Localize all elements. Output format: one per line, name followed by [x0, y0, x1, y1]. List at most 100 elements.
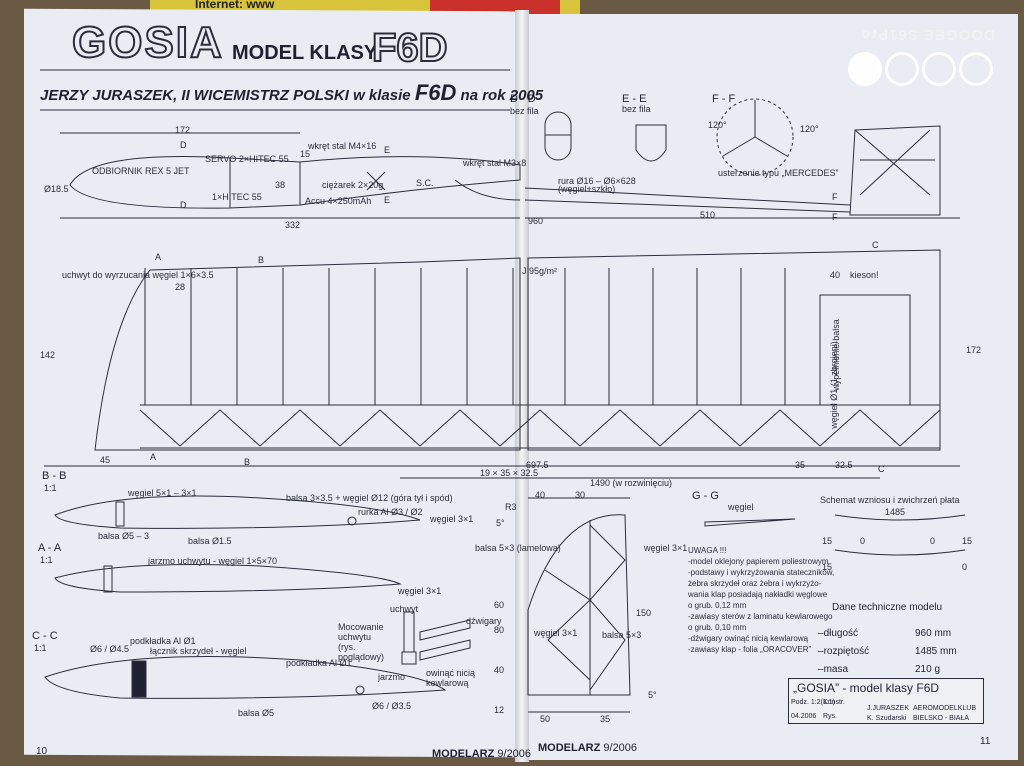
- section-ee-shape: [635, 124, 667, 162]
- section-dd-shape: [544, 111, 572, 161]
- camera-watermark: DOOGEE S61Pro: [860, 26, 995, 43]
- profile-label: balsa Ø1.5: [188, 536, 232, 546]
- fus-label: ciężarek 2×20g: [322, 180, 384, 190]
- specs-title: Dane techniczne modelu: [832, 602, 943, 613]
- tail-label: balsa 5×3 (lamelowa): [475, 543, 561, 553]
- mount-label: dźwigary: [466, 616, 502, 626]
- tail-dim: 40: [494, 665, 505, 675]
- schema-dim: 0: [962, 562, 968, 572]
- spec-label-text: masa: [823, 664, 849, 675]
- tb-club: AEROMODELKLUB: [913, 705, 977, 712]
- profile-label: węgiel 3×1: [430, 514, 474, 524]
- fin-outline: [849, 125, 941, 216]
- profile-label: rurka Al Ø3 / Ø2: [358, 507, 423, 517]
- wing-left-outline: [94, 257, 521, 451]
- spec-label-text: rozpiętość: [823, 646, 870, 657]
- notes-block: UWAGA !!! -model oklejony papierem polie…: [688, 545, 834, 655]
- tail-dim: 40: [535, 490, 546, 500]
- wing-dim: 28: [175, 282, 186, 292]
- wing-dim: 1490 (w rozwinięciu): [590, 478, 673, 488]
- wing-dim: 32.5: [835, 460, 853, 470]
- section-note: usterzenie typu „MERCEDES”: [718, 168, 839, 178]
- tail-boom: [524, 187, 851, 206]
- right-page: [522, 14, 1018, 760]
- spec-label: –masa: [818, 664, 849, 675]
- notes-line: -model oklejony papierem poliestrowym: [688, 557, 829, 566]
- page-gutter: [515, 10, 529, 762]
- schema-dim: 1485: [885, 507, 906, 517]
- notes-line: -zawiasy sterów z laminatu kewlarowego: [688, 612, 833, 621]
- notes-line: o grub. 0,10 mm: [688, 623, 747, 632]
- plan-drawings: [40, 69, 960, 479]
- notes-line: żebra skrzydeł oraz żebra i wykrzyżo-: [688, 579, 822, 588]
- tb-city: BIELSKO - BIAŁA: [913, 715, 970, 722]
- fus-label: wkręt stal M3×8: [463, 158, 527, 168]
- wing-dim: 697.5: [526, 460, 549, 470]
- dim-text: 332: [285, 220, 301, 230]
- mount-yoke: [401, 651, 417, 665]
- fus-label: ODBIORNIK REX 5 JET: [92, 166, 190, 176]
- section-ff-circle: [716, 98, 794, 176]
- bb-spar: [115, 501, 125, 527]
- profile-label: podkładka Al Ø1: [286, 658, 352, 668]
- mount-spar: [419, 639, 471, 661]
- wing-label: J 95g/m²: [522, 266, 558, 276]
- schema-dim: 0: [860, 536, 866, 546]
- spec-value: 210 g: [915, 664, 941, 675]
- tail-dim: 50: [540, 714, 551, 724]
- section-label: D - D: [510, 93, 536, 105]
- fus-label: S.C.: [416, 178, 434, 188]
- mount-label: uchwyt: [390, 604, 419, 614]
- wing-marker: D: [180, 200, 187, 210]
- footer-issue: 9/2006: [603, 742, 638, 754]
- wing-label: węgiel Ø1 (1 zbrojeni): [828, 341, 839, 429]
- spec-label: –rozpiętość: [818, 646, 870, 657]
- footer-magazine-right: MODELARZ 9/2006: [538, 742, 637, 754]
- schema-dim: 15: [822, 562, 833, 572]
- cc-joiner: [131, 660, 147, 698]
- wing-marker: B: [258, 255, 265, 265]
- mount-label: jarzmo: [378, 672, 406, 682]
- section-note: bez fila: [622, 104, 651, 114]
- circle-icon: [922, 52, 956, 86]
- fus-label: Accu 4×250mAh: [305, 196, 372, 206]
- profile-label: balsa 3×3.5 + węgiel Ø12 (góra tył i spó…: [286, 493, 453, 503]
- tail-dim: 80: [494, 625, 505, 635]
- wing-ribs: [144, 268, 786, 405]
- schema-title: Schemat wzniosu i zwichrzeń płata: [820, 495, 960, 505]
- author-class: F6D: [414, 80, 457, 105]
- section-label: A - A: [38, 542, 62, 554]
- spec-label-text: długość: [823, 628, 859, 639]
- tail-dim: 60: [494, 600, 505, 610]
- footer-magazine-name: MODELARZ: [538, 742, 601, 754]
- notes-heading: UWAGA !!!: [688, 546, 727, 555]
- wing-marker: E: [384, 195, 391, 205]
- title-block: „GOSIA” - model klasy F6D Podz. 1:2(1:1)…: [788, 678, 984, 724]
- fus-label: SERVO 2×HITEC 55: [205, 154, 289, 164]
- tb-podz: Podz. 1:2(1:1): [791, 699, 835, 706]
- wing-dim: 40: [830, 270, 841, 280]
- ff-blade: [722, 136, 756, 157]
- profile-aa: [54, 564, 402, 593]
- wing-marker: B: [244, 457, 251, 467]
- dim-text: 960: [528, 216, 544, 226]
- profile-label: jarzmo uchwytu - węgiel 1×5×70: [148, 556, 278, 566]
- fus-label: rura Ø16 – Ø6×628: [558, 176, 636, 186]
- wing-dim: 19 × 35 × 32.5: [480, 468, 539, 478]
- section-scale: 1:1: [34, 643, 47, 653]
- profile-label: balsa Ø5 – 3: [98, 531, 150, 541]
- footer-magazine-name: MODELARZ: [432, 748, 495, 760]
- page-title: GOSIA: [71, 17, 224, 68]
- tb-drawer: K. Szudarski: [867, 715, 907, 722]
- mount-label: Mocowanie uchwytu (rys. poglądowy): [338, 622, 385, 662]
- tail-dim: 12: [494, 705, 505, 715]
- page-subtitle: MODEL KLASY: [232, 42, 378, 64]
- tb-konstr: Konstr.: [823, 699, 845, 706]
- watermark-circles-icon: [848, 52, 996, 91]
- tail-dim: 30: [575, 490, 586, 500]
- section-label: F - F: [712, 93, 736, 105]
- profile-label: podkładka Al Ø1: [130, 636, 196, 646]
- section-gg: [704, 518, 796, 527]
- fus-label: wkręt stal M4×16: [308, 141, 377, 151]
